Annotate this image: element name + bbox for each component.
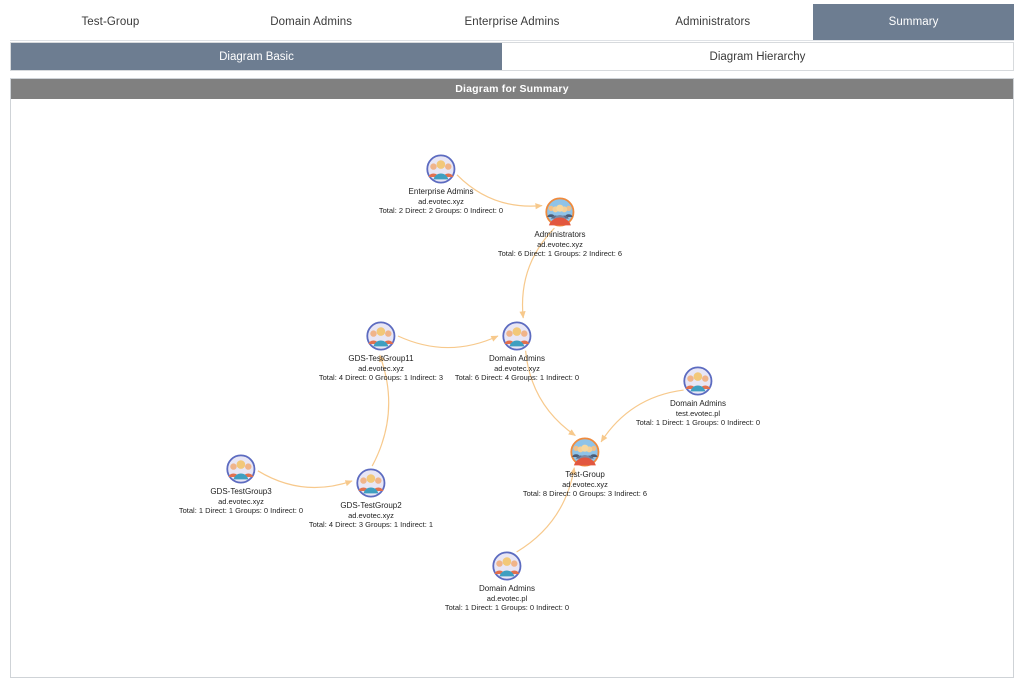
subtab-diagram-basic[interactable]: Diagram Basic <box>11 43 502 70</box>
group-icon[interactable] <box>502 321 532 351</box>
node-stats: Total: 1 Direct: 1 Groups: 0 Indirect: 0 <box>635 417 761 427</box>
node-stats: Total: 6 Direct: 4 Groups: 1 Indirect: 0 <box>454 372 580 382</box>
node-stats: Total: 1 Direct: 1 Groups: 0 Indirect: 0 <box>178 505 304 515</box>
group-icon[interactable] <box>356 468 386 498</box>
node-domain: ad.evotec.xyz <box>358 363 404 373</box>
tab-enterprise-admins[interactable]: Enterprise Admins <box>411 4 613 40</box>
tab-domain-admins[interactable]: Domain Admins <box>210 4 412 40</box>
group-members-icon[interactable] <box>545 197 575 227</box>
group-icon[interactable] <box>492 551 522 581</box>
node-domain: ad.evotec.pl <box>486 593 528 603</box>
node-name: Enterprise Admins <box>408 187 474 196</box>
node-domain: ad.evotec.xyz <box>562 479 608 489</box>
graph-edge-domain-admins-ad-pl-to-test-group <box>516 467 577 553</box>
node-domain: ad.evotec.xyz <box>494 363 540 373</box>
node-stats: Total: 1 Direct: 1 Groups: 0 Indirect: 0 <box>444 602 570 612</box>
graph-edge-gds-testgroup3-to-gds-testgroup2 <box>257 470 353 489</box>
node-stats: Total: 2 Direct: 2 Groups: 0 Indirect: 0 <box>378 205 504 215</box>
tab-test-group[interactable]: Test-Group <box>10 4 211 40</box>
group-icon[interactable] <box>683 366 713 396</box>
edge-layer <box>257 174 684 553</box>
node-domain: ad.evotec.xyz <box>418 196 464 206</box>
tab-summary[interactable]: Summary <box>813 4 1014 40</box>
node-stats: Total: 6 Direct: 1 Groups: 2 Indirect: 6 <box>497 248 623 258</box>
node-domain: ad.evotec.xyz <box>218 496 264 506</box>
graph-edge-administrators-to-domain-admins-xyz <box>519 227 555 319</box>
node-stats: Total: 4 Direct: 0 Groups: 1 Indirect: 3 <box>318 372 444 382</box>
group-icon[interactable] <box>226 454 256 484</box>
node-name: Domain Admins <box>488 354 546 363</box>
panel-title: Diagram for Summary <box>11 79 1013 99</box>
group-icon[interactable] <box>366 321 396 351</box>
graph-edge-gds-testgroup11-to-domain-admins-xyz <box>397 335 499 349</box>
graph-edge-domain-admins-test-pl-to-test-group <box>600 389 684 443</box>
node-name: Domain Admins <box>478 584 536 593</box>
node-domain: test.evotec.pl <box>675 408 721 418</box>
node-name: Domain Admins <box>669 399 727 408</box>
node-name: GDS-TestGroup3 <box>210 487 272 496</box>
graph-edge-gds-testgroup2-to-gds-testgroup11 <box>371 354 390 467</box>
group-icon[interactable] <box>426 154 456 184</box>
graph-edge-enterprise-admins-to-administrators <box>456 174 543 210</box>
group-members-icon[interactable] <box>570 437 600 467</box>
node-name: Test-Group <box>565 470 605 479</box>
node-stats: Total: 4 Direct: 3 Groups: 1 Indirect: 1 <box>308 519 434 529</box>
node-name: GDS-TestGroup2 <box>340 501 402 510</box>
node-name: Administrators <box>534 230 586 239</box>
graph-edge-domain-admins-xyz-to-test-group <box>524 350 576 437</box>
node-domain: ad.evotec.xyz <box>348 510 394 520</box>
node-name: GDS-TestGroup11 <box>348 354 414 363</box>
tab-administrators[interactable]: Administrators <box>612 4 814 40</box>
subtab-diagram-hierarchy[interactable]: Diagram Hierarchy <box>501 43 1013 70</box>
node-stats: Total: 8 Direct: 0 Groups: 3 Indirect: 6 <box>522 488 648 498</box>
node-domain: ad.evotec.xyz <box>537 239 583 249</box>
